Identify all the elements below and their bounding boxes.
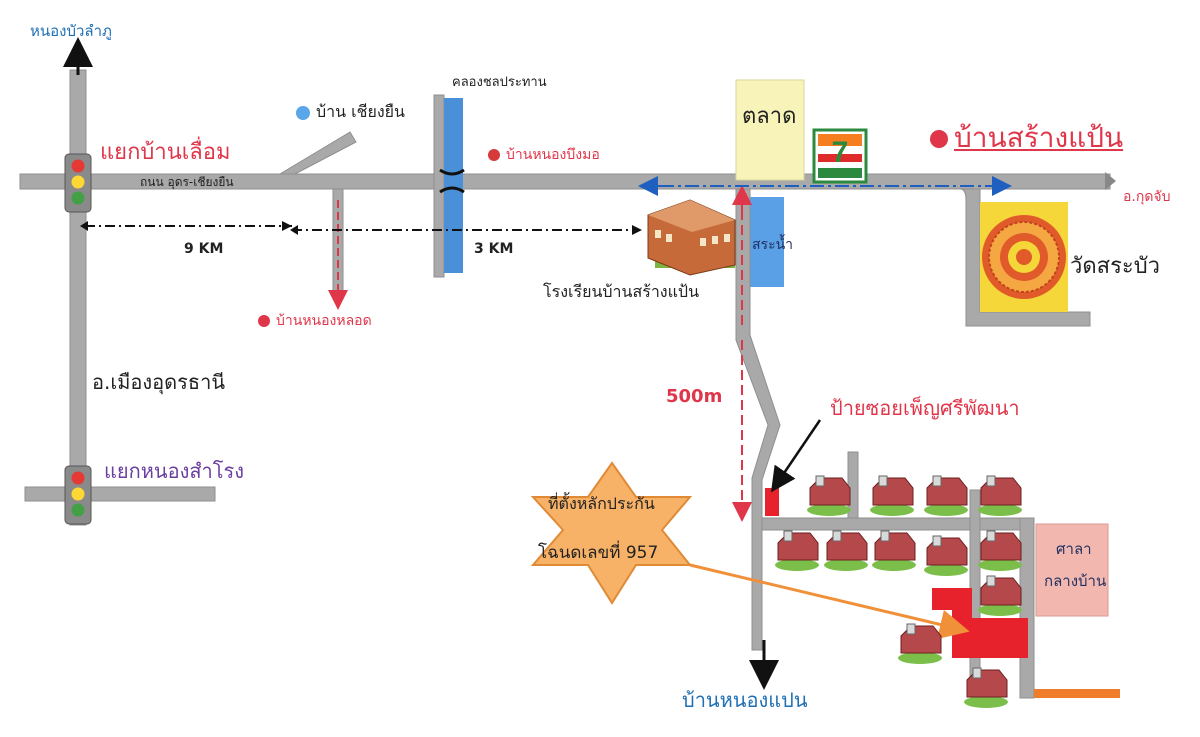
distance-9km-label: 9 KM <box>184 241 224 257</box>
north-town-label: หนองบัวลำภู <box>30 22 112 40</box>
house-icon <box>978 530 1022 571</box>
house-icon <box>924 475 968 516</box>
soi-sign-label: ป้ายซอยเพ็ญศรีพัฒนา <box>830 396 1020 420</box>
seven-eleven-logo-icon: 7 <box>812 128 868 184</box>
svg-text:7: 7 <box>832 136 849 169</box>
canal-label: คลองชลประทาน <box>452 75 547 90</box>
house-cluster <box>775 475 1022 708</box>
deed-line1: ที่ตั้งหลักประกัน <box>548 494 655 513</box>
traffic-light-icon <box>64 153 92 213</box>
house-icon <box>824 530 868 571</box>
school-building-icon <box>647 199 736 276</box>
location-dot-icon <box>258 315 270 327</box>
collateral-plot <box>932 588 1028 658</box>
canal-water <box>444 98 463 273</box>
school-label: โรงเรียนบ้านสร้างแป้น <box>543 282 700 301</box>
hall-line2: กลางบ้าน <box>1044 572 1107 590</box>
house-icon <box>964 667 1008 708</box>
orange-boundary <box>1034 689 1120 698</box>
soi-sign-pointer <box>770 419 822 493</box>
location-dot-icon <box>488 149 500 161</box>
house-icon <box>898 623 942 664</box>
star-pointer <box>689 563 970 640</box>
pond-label: สระน้ำ <box>752 237 794 253</box>
pond <box>750 197 784 287</box>
canal-gray <box>433 94 445 278</box>
junction-bottom-label: แยกหนองสำโรง <box>104 459 245 483</box>
village-lane-main <box>761 517 1035 531</box>
location-dot-icon <box>930 130 948 148</box>
market-label: ตลาด <box>742 104 797 129</box>
traffic-light-icon <box>64 465 92 525</box>
deed-line2: โฉนดเลขที่ 957 <box>538 543 659 563</box>
south-road <box>735 188 781 651</box>
hall-line1: ศาลา <box>1056 540 1092 558</box>
road-name-label: ถนน อุดร-เชียงยืน <box>140 175 234 189</box>
distance-3km-label: 3 KM <box>474 241 514 257</box>
soi-sign-marker <box>765 488 779 516</box>
nonglot-label: บ้านหนองหลอด <box>258 314 372 328</box>
temple-mandala-icon <box>980 202 1068 312</box>
house-icon <box>978 475 1022 516</box>
house-icon <box>775 530 819 571</box>
bridge-icon <box>439 168 465 194</box>
location-dot-icon <box>296 105 310 120</box>
temple-label: วัดสระบัว <box>1070 254 1161 279</box>
market-block <box>735 79 805 181</box>
kutchap-label: อ.กุดจับ <box>1123 189 1171 205</box>
junction-top-label: แยกบ้านเลื่อม <box>100 140 231 165</box>
village-hall <box>1035 523 1109 617</box>
south-village-label: บ้านหนองแปน <box>682 688 808 712</box>
diagonal-branch-road <box>278 131 357 175</box>
star-marker-icon <box>530 461 693 605</box>
chiangyuen-label: บ้าน เชียงยืน <box>296 104 405 120</box>
house-icon <box>978 575 1022 616</box>
vertical-road-left <box>69 69 87 526</box>
village-lane-side <box>1019 517 1035 699</box>
district-muang-label: อ.เมืองอุดรธานี <box>92 370 226 394</box>
house-icon <box>807 475 851 516</box>
distance-500m-label: 500m <box>666 386 723 407</box>
house-icon <box>872 530 916 571</box>
village-title: บ้านสร้างแป้น <box>930 124 1123 152</box>
house-icon <box>924 535 968 576</box>
house-icon <box>870 475 914 516</box>
bottom-road <box>24 486 216 502</box>
nongbuengmo-label: บ้านหนองบึงมอ <box>488 148 600 162</box>
road-end-arrow <box>1105 172 1116 190</box>
